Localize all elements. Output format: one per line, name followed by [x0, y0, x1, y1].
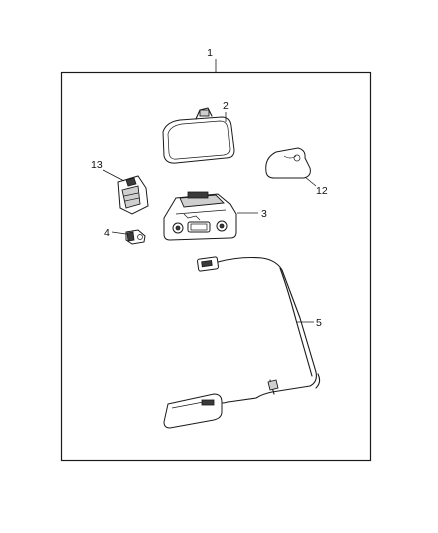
mirror-cover [265, 147, 311, 179]
callout-bracket: 13 [91, 159, 125, 182]
callout-sensor: 4 [104, 227, 127, 239]
callout-label-mirror-cover: 12 [316, 185, 328, 197]
rearview-mirror [162, 107, 235, 164]
callout-label-kit: 1 [207, 47, 213, 59]
overhead-console [163, 191, 237, 241]
kit-frame [60, 71, 372, 462]
callout-label-sensor: 4 [104, 227, 110, 239]
callout-label-mirror: 2 [223, 100, 229, 112]
callout-kit: 1 [207, 47, 217, 72]
mounting-bracket [117, 175, 149, 215]
callout-label-wiring-harness: 5 [316, 317, 322, 329]
callout-label-bracket: 13 [91, 159, 103, 171]
callout-overhead-console: 3 [237, 208, 267, 220]
callout-mirror-cover: 12 [304, 176, 328, 197]
wiring-harness [163, 256, 321, 429]
callout-mirror: 2 [223, 100, 229, 122]
callout-label-overhead-console: 3 [261, 208, 267, 220]
callout-wiring-harness: 5 [296, 317, 322, 329]
sensor [125, 229, 146, 245]
